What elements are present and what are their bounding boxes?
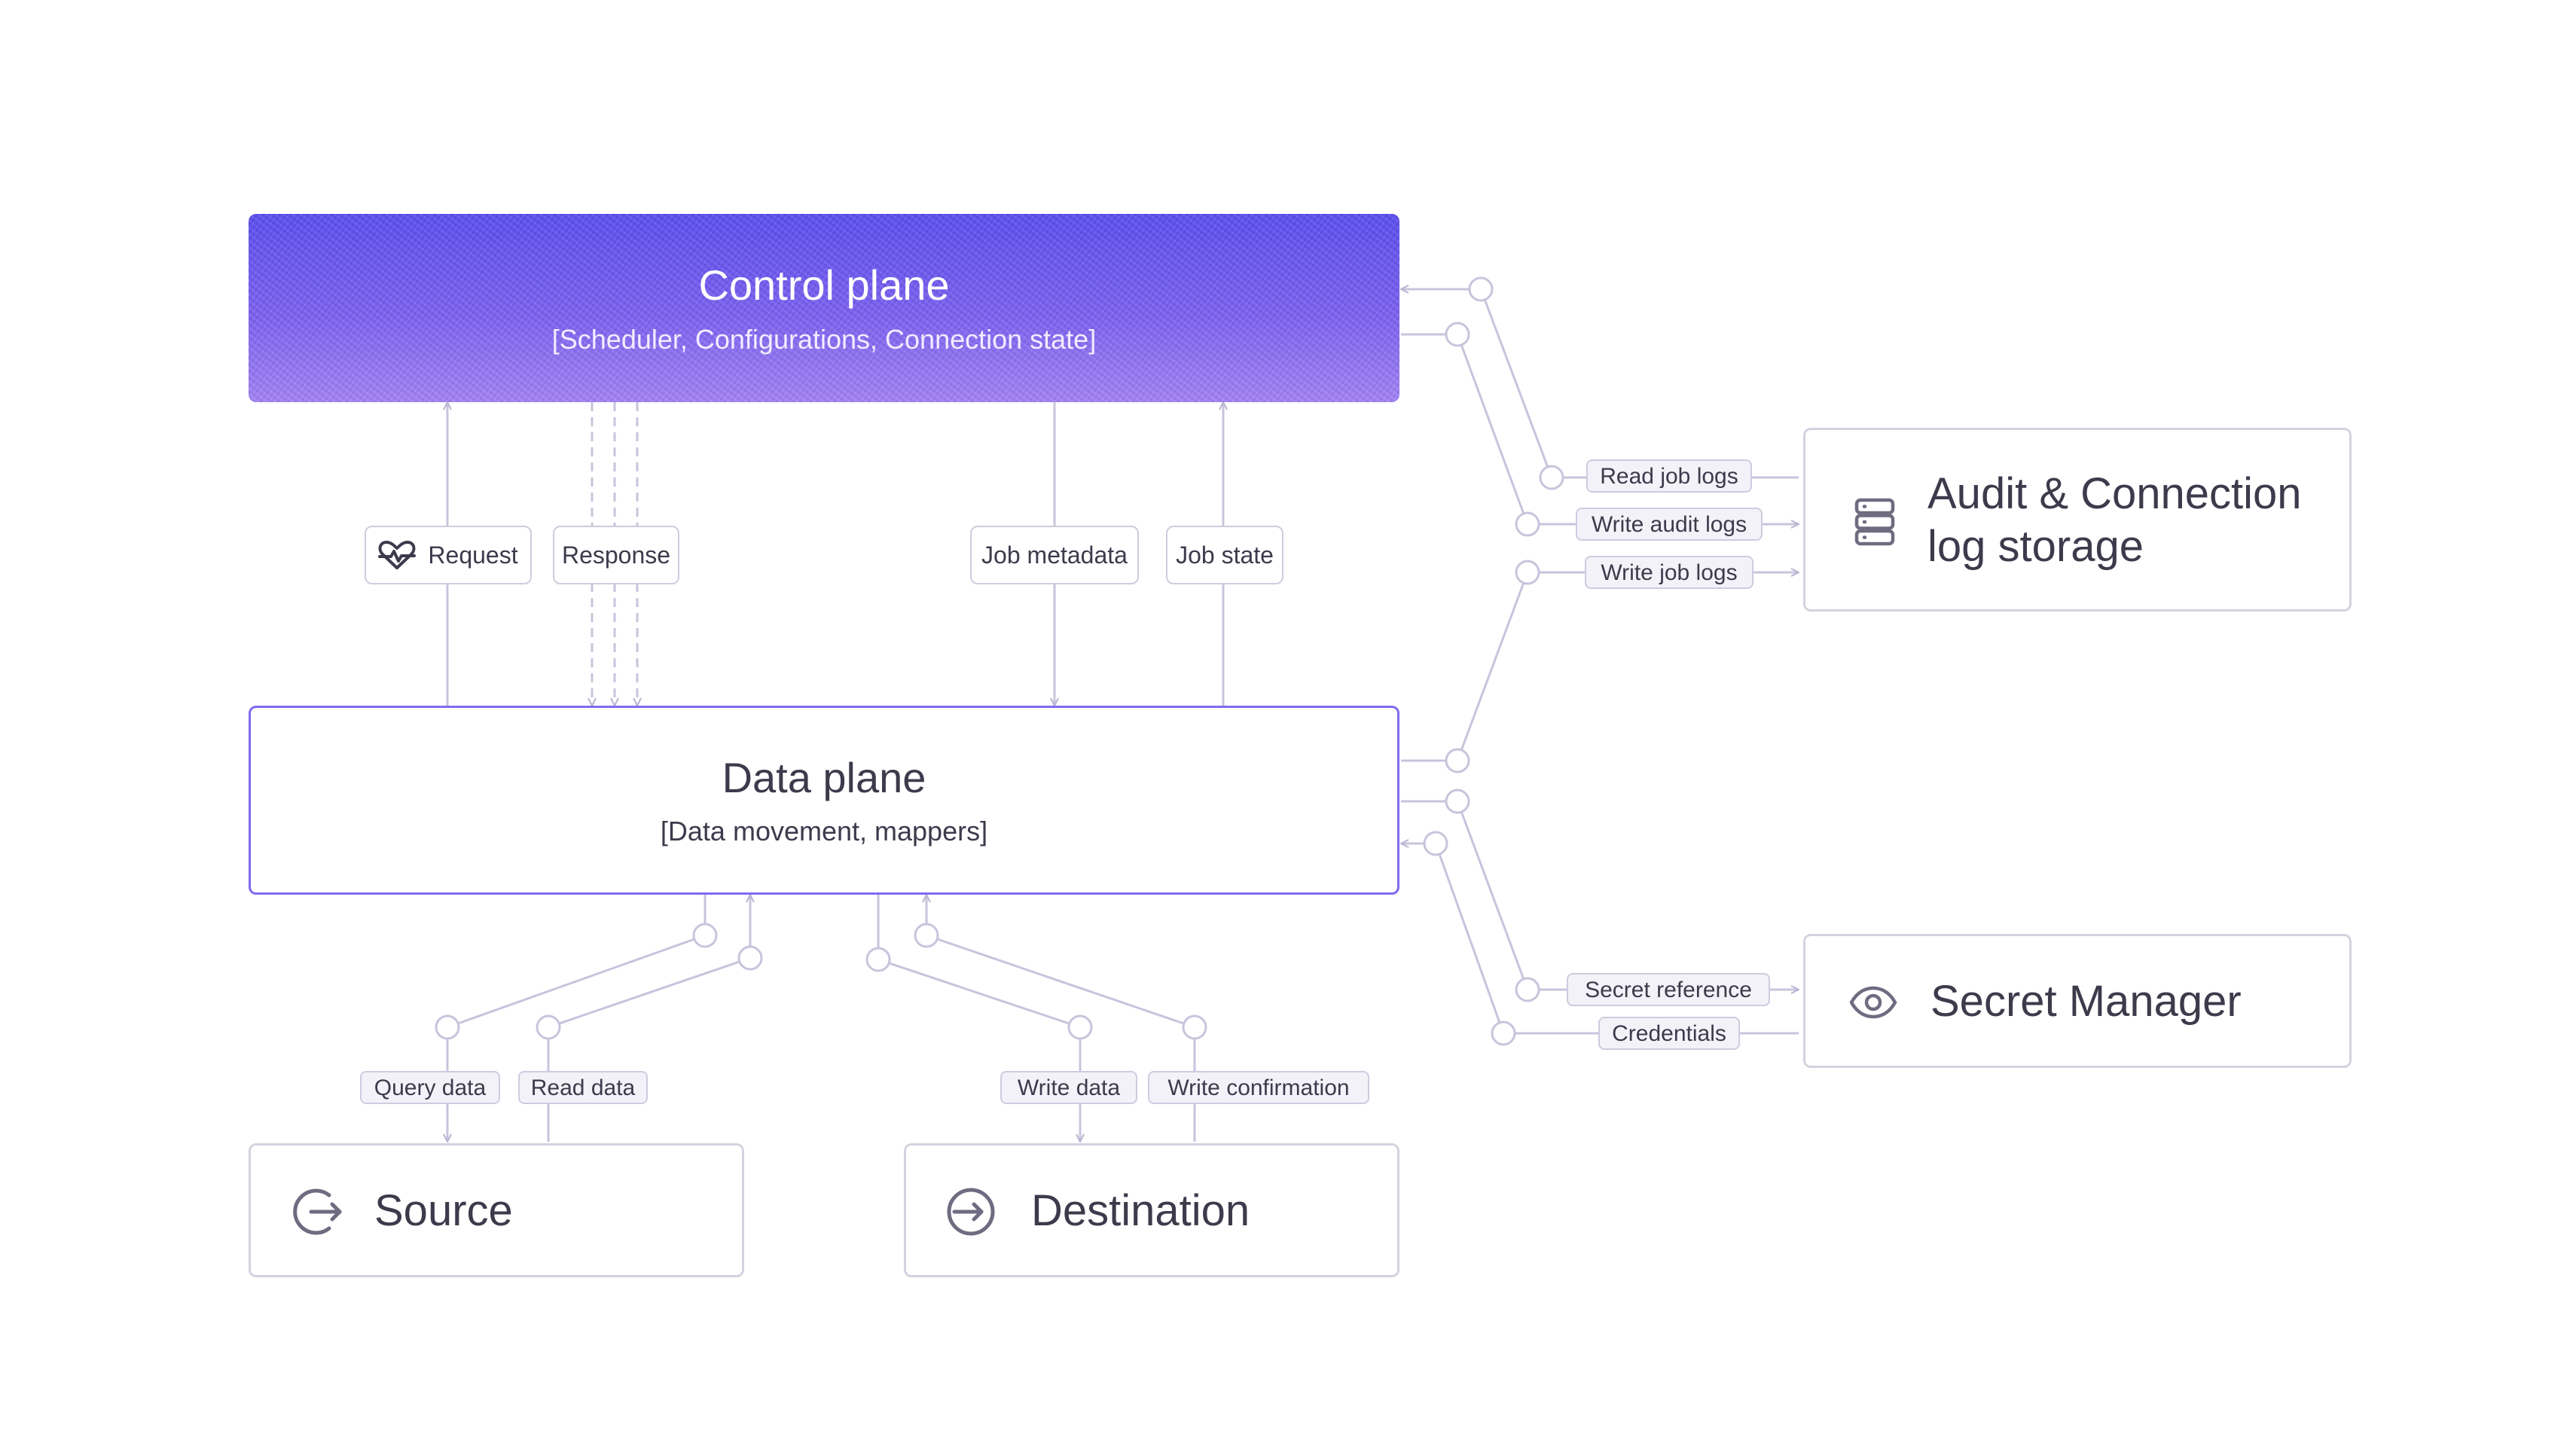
source-box: Source (249, 1143, 744, 1277)
response-label-text: Response (561, 541, 671, 569)
read-job-logs-wire (1401, 289, 1799, 479)
write-confirmation-label: Write confirmation (1148, 1071, 1369, 1104)
write-confirmation-wire (926, 895, 1196, 1142)
destination-box: Destination (904, 1143, 1399, 1277)
junction-dot (1515, 560, 1540, 585)
secret-manager-title: Secret Manager (1930, 977, 2242, 1026)
junction-dot (914, 923, 939, 948)
junction-dot (435, 1014, 460, 1040)
eye-icon (1849, 986, 1897, 1019)
read-data-wire (547, 895, 750, 1142)
junction-dot (1468, 276, 1494, 302)
data-plane-subtitle: [Data movement, mappers] (660, 816, 988, 847)
junction-dot (1067, 1014, 1093, 1040)
heart-pulse-icon (378, 541, 417, 569)
job-state-label: Job state (1166, 526, 1283, 584)
junction-dot (536, 1014, 561, 1040)
credentials-label: Credentials (1598, 1017, 1740, 1050)
write-audit-logs-label: Write audit logs (1576, 508, 1763, 541)
control-plane-subtitle: [Scheduler, Configurations, Connection s… (551, 324, 1097, 355)
junction-dot (1515, 977, 1540, 1002)
audit-log-storage-title-line1: Audit & Connection (1927, 469, 2302, 518)
write-audit-logs-wire (1401, 333, 1799, 524)
request-label: Request (365, 526, 532, 584)
junction-dot (1423, 831, 1448, 856)
junction-dot (692, 923, 718, 948)
write-job-logs-label: Write job logs (1585, 556, 1753, 589)
source-title: Source (374, 1186, 513, 1235)
query-data-label: Query data (360, 1071, 500, 1104)
write-data-wire (877, 895, 1080, 1142)
data-plane-title: Data plane (722, 754, 926, 801)
write-job-logs-wire (1401, 572, 1799, 762)
audit-log-storage-title: Audit & Connection log storage (1927, 468, 2302, 573)
junction-dot (1182, 1014, 1207, 1040)
audit-log-storage-title-line2: log storage (1927, 522, 2144, 571)
write-data-label: Write data (1000, 1071, 1137, 1104)
login-icon (947, 1188, 995, 1236)
junction-dot (1539, 465, 1564, 490)
control-plane-box: Control plane [Scheduler, Configurations… (249, 214, 1399, 402)
secret-manager-box: Secret Manager (1803, 934, 2352, 1068)
job-metadata-label: Job metadata (970, 526, 1139, 584)
response-label: Response (553, 526, 679, 584)
junction-dot (1445, 789, 1470, 814)
junction-dot (1491, 1020, 1516, 1046)
read-job-logs-label: Read job logs (1586, 459, 1752, 493)
junction-dot (737, 945, 763, 971)
secret-reference-wire (1401, 800, 1799, 990)
data-plane-box: Data plane [Data movement, mappers] (249, 706, 1399, 895)
request-label-text: Request (428, 541, 518, 569)
junction-dot (1515, 511, 1540, 537)
control-plane-title: Control plane (698, 261, 950, 309)
audit-log-storage-box: Audit & Connection log storage (1803, 428, 2352, 612)
server-icon (1854, 498, 1895, 546)
logout-icon (293, 1188, 342, 1235)
junction-dot (865, 947, 891, 972)
read-data-label: Read data (518, 1071, 648, 1104)
junction-dot (1445, 322, 1470, 347)
job-metadata-label-text: Job metadata (981, 541, 1128, 569)
secret-reference-label: Secret reference (1567, 973, 1770, 1006)
job-state-label-text: Job state (1176, 541, 1274, 569)
destination-title: Destination (1031, 1186, 1250, 1235)
junction-dot (1445, 748, 1470, 773)
